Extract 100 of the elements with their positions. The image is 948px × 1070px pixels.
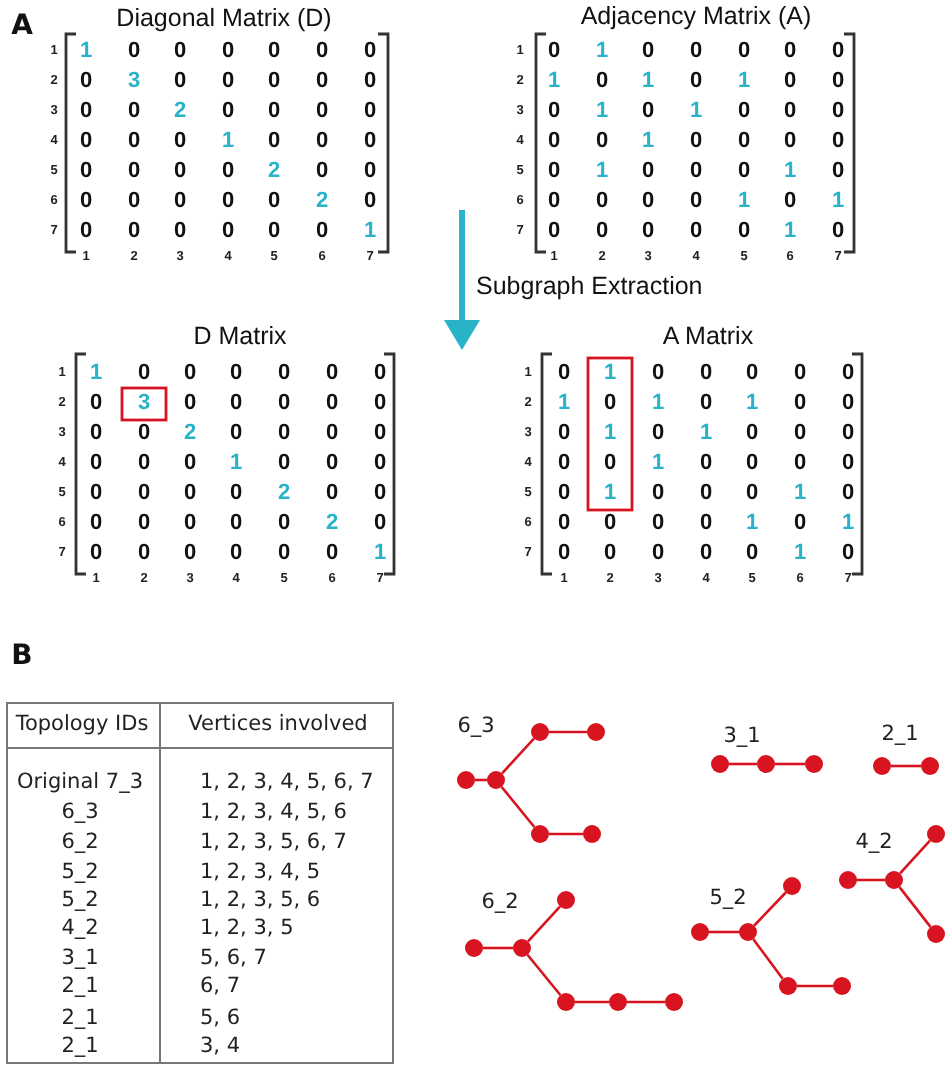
matrix-entry: 0 [547,221,561,243]
matrix-entry: 0 [315,71,329,93]
matrix-entry: 0 [831,161,845,183]
matrix-entry: 0 [641,191,655,213]
table-cell: 1, 2, 3, 5 [200,917,294,939]
matrix-entry: 1 [689,101,703,123]
matrix-entry: 0 [173,41,187,63]
table-cell: 5, 6, 7 [200,947,267,969]
matrix-entry: 0 [267,41,281,63]
matrix-entry: 0 [783,131,797,153]
table-cell: 1, 2, 3, 4, 5, 6 [200,801,347,823]
table-cell: 2_1 [61,975,99,997]
matrix-entry: 0 [315,161,329,183]
matrix-entry: 0 [89,543,103,565]
graph-vertex [783,877,801,895]
matrix-entry: 0 [315,131,329,153]
graph-edge [898,886,932,928]
matrix-entry: 0 [793,513,807,535]
graph-vertex [757,755,775,773]
matrix-entry: 0 [183,543,197,565]
matrix-entry: 0 [745,543,759,565]
graph-edge [797,984,833,988]
matrix-entry: 0 [267,221,281,243]
matrix-entry: 0 [547,131,561,153]
graph-edge [483,946,513,950]
matrix-entry: 0 [89,393,103,415]
matrix-entry: 1 [699,423,713,445]
table-cell: 3_1 [61,947,99,969]
graph-vertex [691,923,709,941]
matrix-entry: 0 [841,483,855,505]
graph-vertex [583,825,601,843]
matrix-entry: 0 [127,101,141,123]
matrix-entry: 0 [557,483,571,505]
graph-edge [627,1000,665,1004]
matrix-entry: 0 [221,101,235,123]
matrix-entry: 1 [793,483,807,505]
graph-label: 4_2 [855,831,893,853]
matrix-entry: 0 [841,543,855,565]
matrix-entry: 0 [229,423,243,445]
matrix-entry: 1 [595,101,609,123]
graph-edge [549,832,583,836]
graph-edge [775,762,805,766]
graph-edge [753,891,787,927]
table-cell: 4_2 [61,917,99,939]
matrix-entry: 0 [793,363,807,385]
table-cell: 2_1 [61,1007,99,1029]
matrix-entry: 0 [745,453,759,475]
matrix-entry: 2 [173,101,187,123]
table-cell: 6_3 [61,801,99,823]
matrix-entry: 1 [373,543,387,565]
graph-edge [527,905,561,943]
matrix-entry: 0 [277,363,291,385]
matrix-entry: 0 [651,513,665,535]
matrix-entry: 0 [137,543,151,565]
graph-vertex [587,723,605,741]
matrix-entry: 0 [277,453,291,475]
matrix-title: Adjacency Matrix (A) [580,3,812,29]
matrix-entry: 0 [689,41,703,63]
graph-edge [501,737,535,775]
matrix-entry: 0 [745,363,759,385]
matrix-entry: 2 [183,423,197,445]
matrix-entry: 0 [841,453,855,475]
matrix-entry: 0 [737,221,751,243]
matrix-entry: 1 [603,483,617,505]
matrix-entry: 1 [79,41,93,63]
graph-vertex [921,757,939,775]
table-cell: 5_2 [61,889,99,911]
matrix-entry: 0 [373,453,387,475]
matrix-entry: 0 [603,513,617,535]
matrix-entry: 0 [221,41,235,63]
matrix-entry: 0 [595,131,609,153]
matrix-entry: 0 [79,101,93,123]
matrix-entry: 0 [699,483,713,505]
matrix-entry: 0 [229,393,243,415]
matrix-entry: 0 [325,453,339,475]
matrix-entry: 0 [699,453,713,475]
matrix-entry: 1 [221,131,235,153]
matrix-entry: 0 [699,543,713,565]
matrix-entry: 0 [229,363,243,385]
matrix-title: A Matrix [662,323,754,349]
matrix-entry: 0 [183,483,197,505]
matrix-entry: 3 [137,393,151,415]
matrix-entry: 0 [183,363,197,385]
graph-edge [549,730,587,734]
matrix-entry: 0 [603,543,617,565]
graph-vertex [531,825,549,843]
matrix-entry: 0 [363,101,377,123]
matrix-entry: 0 [79,71,93,93]
table-cell: 2_1 [61,1035,99,1057]
graph-vertex [805,755,823,773]
matrix-entry: 0 [173,221,187,243]
matrix-entry: 1 [783,161,797,183]
graph-vertex [839,871,857,889]
matrix-entry: 0 [79,191,93,213]
matrix-entry: 0 [841,393,855,415]
matrix-entry: 0 [363,131,377,153]
matrix-entry: 0 [841,423,855,445]
graph-vertex [487,771,505,789]
matrix-entry: 0 [831,131,845,153]
graph-vertex [457,771,475,789]
